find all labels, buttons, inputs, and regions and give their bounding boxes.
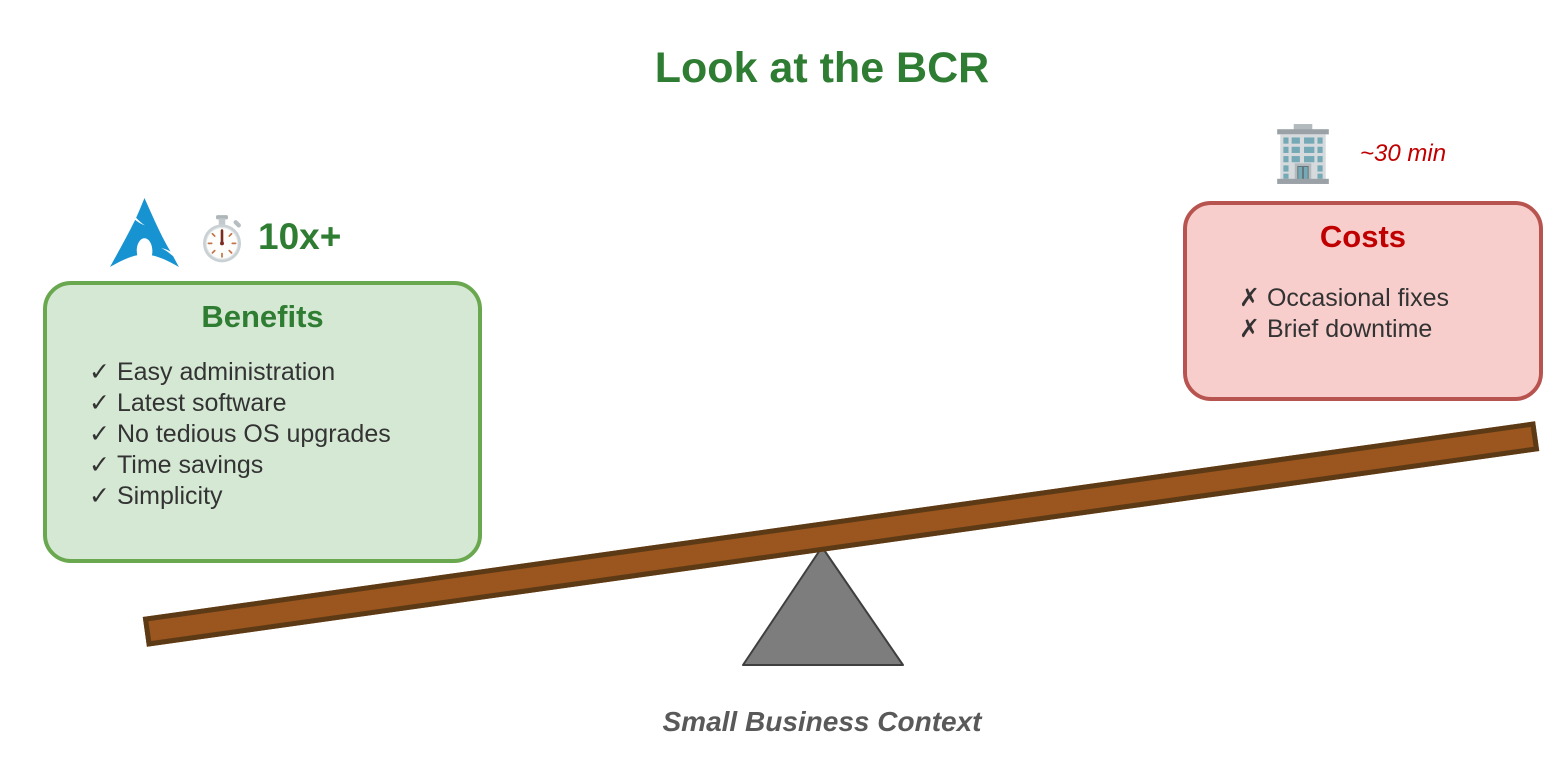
cost-item: ✗Occasional fixes: [1239, 283, 1539, 314]
benefit-item-label: Latest software: [116, 389, 287, 417]
check-icon: ✓: [89, 358, 110, 386]
benefit-item-label: No tedious OS upgrades: [116, 420, 391, 448]
benefit-metric: 10x+: [258, 216, 342, 257]
benefits-badge: 10x+: [110, 198, 341, 268]
check-icon: ✓: [89, 451, 110, 479]
costs-list: ✗Occasional fixes ✗Brief downtime: [1239, 283, 1539, 345]
check-icon: ✓: [89, 420, 110, 448]
fulcrum-triangle: [742, 546, 904, 666]
check-icon: ✓: [89, 482, 110, 510]
context-caption: Small Business Context: [662, 706, 982, 737]
cross-icon: ✗: [1239, 284, 1260, 312]
cross-icon: ✗: [1239, 315, 1260, 343]
costs-title: Costs: [1319, 219, 1407, 254]
benefit-item-label: Time savings: [116, 451, 264, 479]
benefit-item: ✓Easy administration: [89, 357, 478, 388]
page-title: Look at the BCR: [654, 44, 990, 92]
arch-linux-logo-icon: [110, 198, 179, 267]
costs-badge: ~30 min: [1272, 124, 1446, 184]
cost-item: ✗Brief downtime: [1239, 314, 1539, 345]
benefit-item: ✓Time savings: [89, 450, 478, 481]
cost-item-label: Occasional fixes: [1266, 284, 1449, 312]
stopwatch-icon: [202, 215, 242, 263]
cost-item-label: Brief downtime: [1266, 315, 1433, 343]
cost-metric: ~30 min: [1360, 140, 1447, 167]
benefit-item-label: Simplicity: [116, 482, 223, 510]
benefits-list: ✓Easy administration ✓Latest software ✓N…: [89, 357, 478, 512]
benefit-item-label: Easy administration: [116, 358, 336, 386]
check-icon: ✓: [89, 389, 110, 417]
office-building-icon: [1277, 124, 1329, 184]
benefit-item: ✓No tedious OS upgrades: [89, 419, 478, 450]
benefit-item: ✓Latest software: [89, 388, 478, 419]
benefit-item: ✓Simplicity: [89, 481, 478, 512]
benefits-card: Benefits ✓Easy administration ✓Latest so…: [43, 281, 482, 563]
benefits-title: Benefits: [201, 299, 324, 334]
costs-card: Costs ✗Occasional fixes ✗Brief downtime: [1183, 201, 1543, 401]
